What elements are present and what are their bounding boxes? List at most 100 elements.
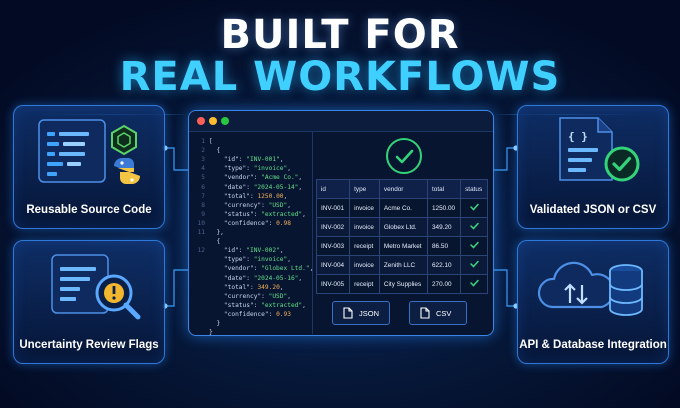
window-titlebar (189, 111, 493, 132)
document-magnifier-warning-icon (51, 254, 141, 320)
table-cell: INV-001 (315, 198, 351, 218)
table-cell: 86.50 (426, 236, 462, 256)
feature-label: API & Database Integration (519, 339, 667, 351)
maximize-window-button[interactable] (221, 117, 229, 125)
code-line: } (209, 320, 221, 327)
close-window-button[interactable] (197, 117, 205, 125)
validation-success-icon (386, 138, 422, 174)
code-line: "status": "extracted", (209, 210, 306, 218)
feature-card-api-database: API & Database Integration (517, 240, 669, 364)
table-cell: invoice (349, 198, 380, 218)
column-header: id (315, 179, 351, 199)
code-line: [ (209, 138, 213, 145)
code-line: "total": 349.20, (209, 283, 284, 291)
table-cell: 1250.00 (426, 198, 462, 218)
code-line: "date": "2024-05-14", (209, 183, 303, 191)
column-header: total (426, 179, 462, 199)
code-file-python-icon (38, 119, 140, 184)
feature-card-validated-output: { } Validated JSON or CSV (517, 105, 669, 229)
column-header: type (349, 179, 380, 199)
table-cell: receipt (349, 236, 380, 256)
table-cell: invoice (349, 255, 380, 275)
table-cell: Metro Market (378, 236, 429, 256)
table-cell: INV-002 (315, 217, 351, 237)
cloud-database-icon (537, 261, 643, 316)
table-cell: INV-003 (315, 236, 351, 256)
code-line: }, (209, 229, 224, 236)
code-line: "type": "invoice", (209, 256, 291, 264)
line-number: 4 (201, 165, 205, 173)
column-header: status (460, 179, 488, 199)
table-cell: INV-005 (315, 274, 351, 294)
checkmark-icon (460, 198, 488, 218)
code-line: "id": "INV-002", (209, 247, 284, 255)
code-line: "total": 1250.00, (209, 192, 288, 200)
json-file-check-icon: { } (559, 117, 640, 182)
code-line: { (209, 238, 221, 246)
svg-text:{ }: { } (568, 130, 588, 143)
line-number: 1 (201, 138, 205, 145)
export-csv-button[interactable]: CSV (409, 301, 467, 325)
code-line: "date": "2024-05-16", (209, 274, 303, 282)
file-icon (420, 307, 430, 319)
checkmark-icon (460, 217, 488, 237)
export-json-label: JSON (359, 309, 380, 318)
line-number: 10 (197, 219, 205, 227)
code-line: "currency": "USD", (209, 201, 291, 209)
json-code-editor[interactable]: 1 [2 {3 "id": "INV-001", 4 "type": "invoic… (193, 137, 314, 336)
code-line: "type": "invoice", (209, 165, 291, 173)
file-icon (343, 307, 353, 319)
code-line: "status": "extracted", (209, 301, 306, 309)
checkmark-icon (460, 255, 488, 275)
checkmark-icon (460, 236, 488, 256)
code-line: "confidence": 0.93 (209, 310, 291, 318)
table-cell: invoice (349, 217, 380, 237)
table-cell: 622.10 (426, 255, 462, 275)
code-line: } (209, 329, 213, 337)
minimize-window-button[interactable] (209, 117, 217, 125)
feature-label: Uncertainty Review Flags (19, 339, 159, 351)
headline-line-2: REAL WORKFLOWS (119, 54, 561, 100)
line-number: 2 (201, 147, 205, 155)
code-line: { (209, 147, 221, 155)
table-cell: City Supplies (378, 274, 429, 294)
headline-line-1: BUILT FOR (220, 12, 460, 58)
code-line: "vendor": "Acme Co.", (209, 174, 303, 182)
table-cell: Acme Co. (378, 198, 429, 218)
line-number: 6 (201, 183, 205, 191)
feature-card-source-code: Reusable Source Code (13, 105, 165, 229)
line-number: 7 (201, 192, 205, 200)
code-line: "currency": "USD", (209, 292, 291, 300)
table-cell: 270.00 (426, 274, 462, 294)
code-line: "confidence": 0.98 (209, 219, 291, 227)
feature-label: Reusable Source Code (26, 204, 152, 216)
pane-divider (312, 131, 313, 334)
export-json-button[interactable]: JSON (332, 301, 390, 325)
table-cell: receipt (349, 274, 380, 294)
line-number: 3 (201, 156, 205, 164)
feature-label: Validated JSON or CSV (529, 204, 657, 216)
table-cell: INV-004 (315, 255, 351, 275)
checkmark-icon (460, 274, 488, 294)
feature-card-review-flags: Uncertainty Review Flags (13, 240, 165, 364)
code-line: "vendor": "Globex Ltd.", (209, 265, 313, 273)
column-header: vendor (378, 179, 429, 199)
line-number: 12 (197, 247, 205, 255)
table-cell: 349.20 (426, 217, 462, 237)
export-csv-label: CSV (436, 309, 452, 318)
app-window: 1 [2 {3 "id": "INV-001", 4 "type": "invoic… (188, 110, 494, 336)
table-cell: Globex Ltd. (378, 217, 429, 237)
line-number: 11 (197, 229, 205, 236)
line-number: 8 (201, 201, 205, 209)
code-line: "id": "INV-001", (209, 156, 284, 164)
line-number: 5 (201, 174, 205, 182)
